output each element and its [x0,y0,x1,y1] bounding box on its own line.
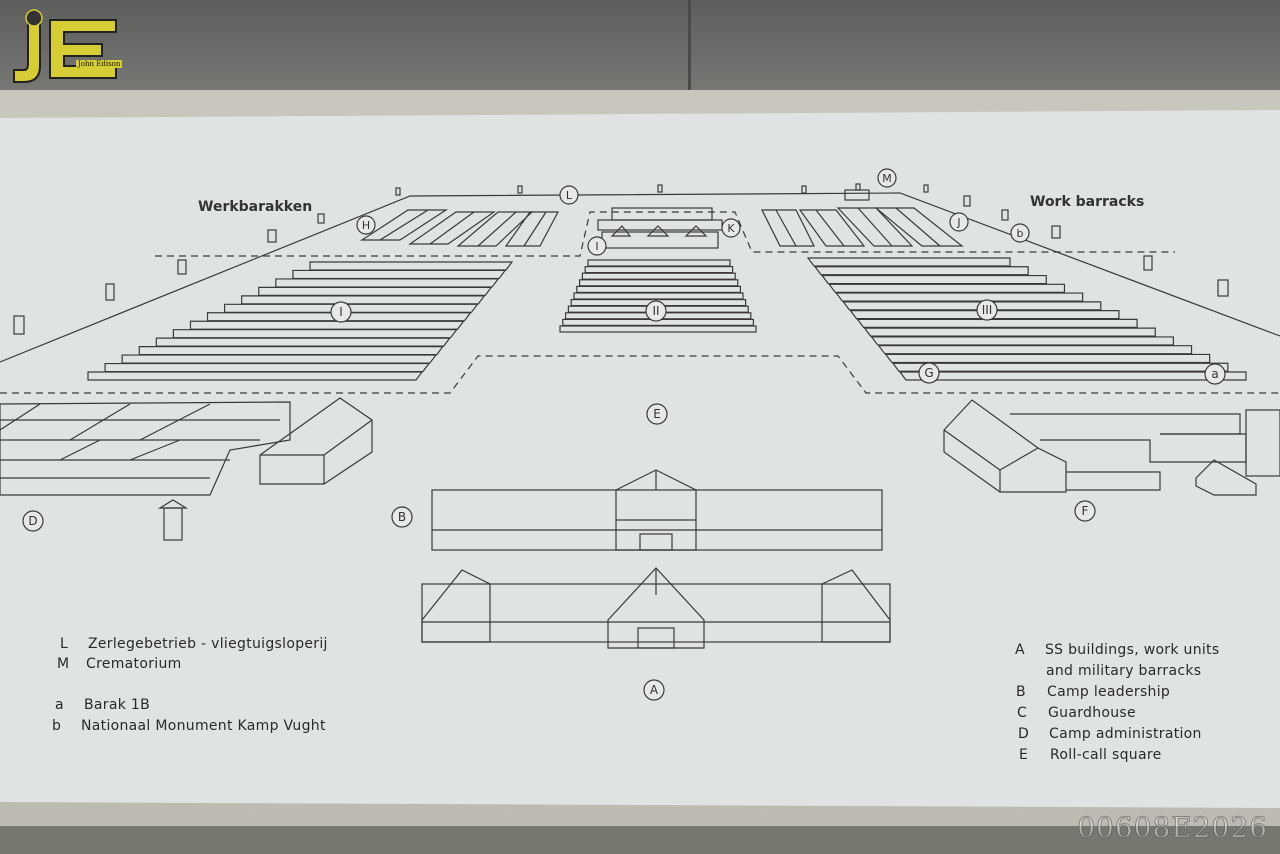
marker-iii [976,299,998,321]
marker-label-l: L [566,189,573,202]
legend-text-M: Crematorium [86,656,182,672]
barracks-block-III [806,257,1247,381]
zone-line-mid [0,355,1280,394]
legend-key-M: M [57,656,70,672]
marker-b [1010,223,1030,243]
marker-i [330,301,352,323]
zone-line-top [155,211,1175,257]
marker-label-b: B [398,510,406,524]
marker-label-iii: III [982,303,993,317]
marker-e [646,403,668,425]
photo-watermark: 00608E2026 [1077,811,1268,845]
legend-text-D: Camp administration [1049,726,1202,742]
marker-a [1204,363,1226,385]
stone-pavement [0,0,1280,100]
legend-text-E: Roll-call square [1050,747,1162,763]
marker-j [949,212,969,232]
stone-ledge [0,826,1280,854]
logo-name: John Edison [76,60,123,68]
legend-key-B: B [1016,684,1026,700]
legend-key-A: A [1015,642,1025,658]
header-work-barracks: Work barracks [1030,194,1145,210]
ss-buildings [421,567,891,649]
marker-l [559,185,579,205]
marker-k [721,218,741,238]
camp-leadership-building [431,469,883,551]
camp-administration-building [0,397,373,541]
legend-text-A-2: and military barracks [1046,663,1202,679]
marker-f [1074,500,1096,522]
marker-i_small [587,236,607,256]
work-barracks-right [761,183,964,247]
legend-key-D: D [1018,726,1030,742]
marker-b [391,506,413,528]
legend-text-a: Barak 1B [84,697,150,713]
marker-label-i_small: I [595,240,598,253]
pavement-joint [688,0,691,96]
guardhouse-complex [943,399,1280,496]
camera-icon [25,9,43,27]
barracks-block-I [87,261,514,381]
marker-h [356,215,376,235]
legend-key-L: L [60,636,69,652]
work-barracks-left [359,209,559,247]
marker-label-m: M [882,172,892,185]
photographer-logo [13,9,117,83]
marker-a [643,679,665,701]
legend-key-E: E [1019,747,1029,763]
watch-towers [13,184,1229,335]
marker-d [22,510,44,532]
map-marker-circles [22,168,1226,701]
legend-text-b: Nationaal Monument Kamp Vught [81,718,326,734]
marker-ii [645,300,667,322]
marker-label-k: K [727,222,735,235]
marker-label-ii: II [652,304,659,318]
marker-label-b: b [1017,227,1024,240]
marker-label-e: E [653,407,661,421]
legend-key-b: b [52,718,62,734]
marker-label-h: H [362,219,370,232]
legend-text-C: Guardhouse [1048,705,1136,721]
legend-text-A: SS buildings, work units [1045,642,1220,658]
marker-label-g: G [924,366,933,380]
legend-key-C: C [1017,705,1028,721]
marker-label-a: A [650,683,659,697]
legend-text-B: Camp leadership [1047,684,1171,700]
header-werkbarakken: Werkbarakken [198,199,313,215]
marker-g [918,362,940,384]
marker-label-a: a [1211,367,1218,381]
camp-fence [0,192,1280,363]
marker-label-f: F [1082,504,1089,518]
marker-label-i: I [339,305,343,319]
legend-key-a: a [55,697,64,713]
marker-label-j: J [956,216,960,229]
marker-label-d: D [28,514,37,528]
legend-text-L: Zerlegebetrieb - vliegtuigsloperij [88,636,328,652]
marker-m [877,168,897,188]
